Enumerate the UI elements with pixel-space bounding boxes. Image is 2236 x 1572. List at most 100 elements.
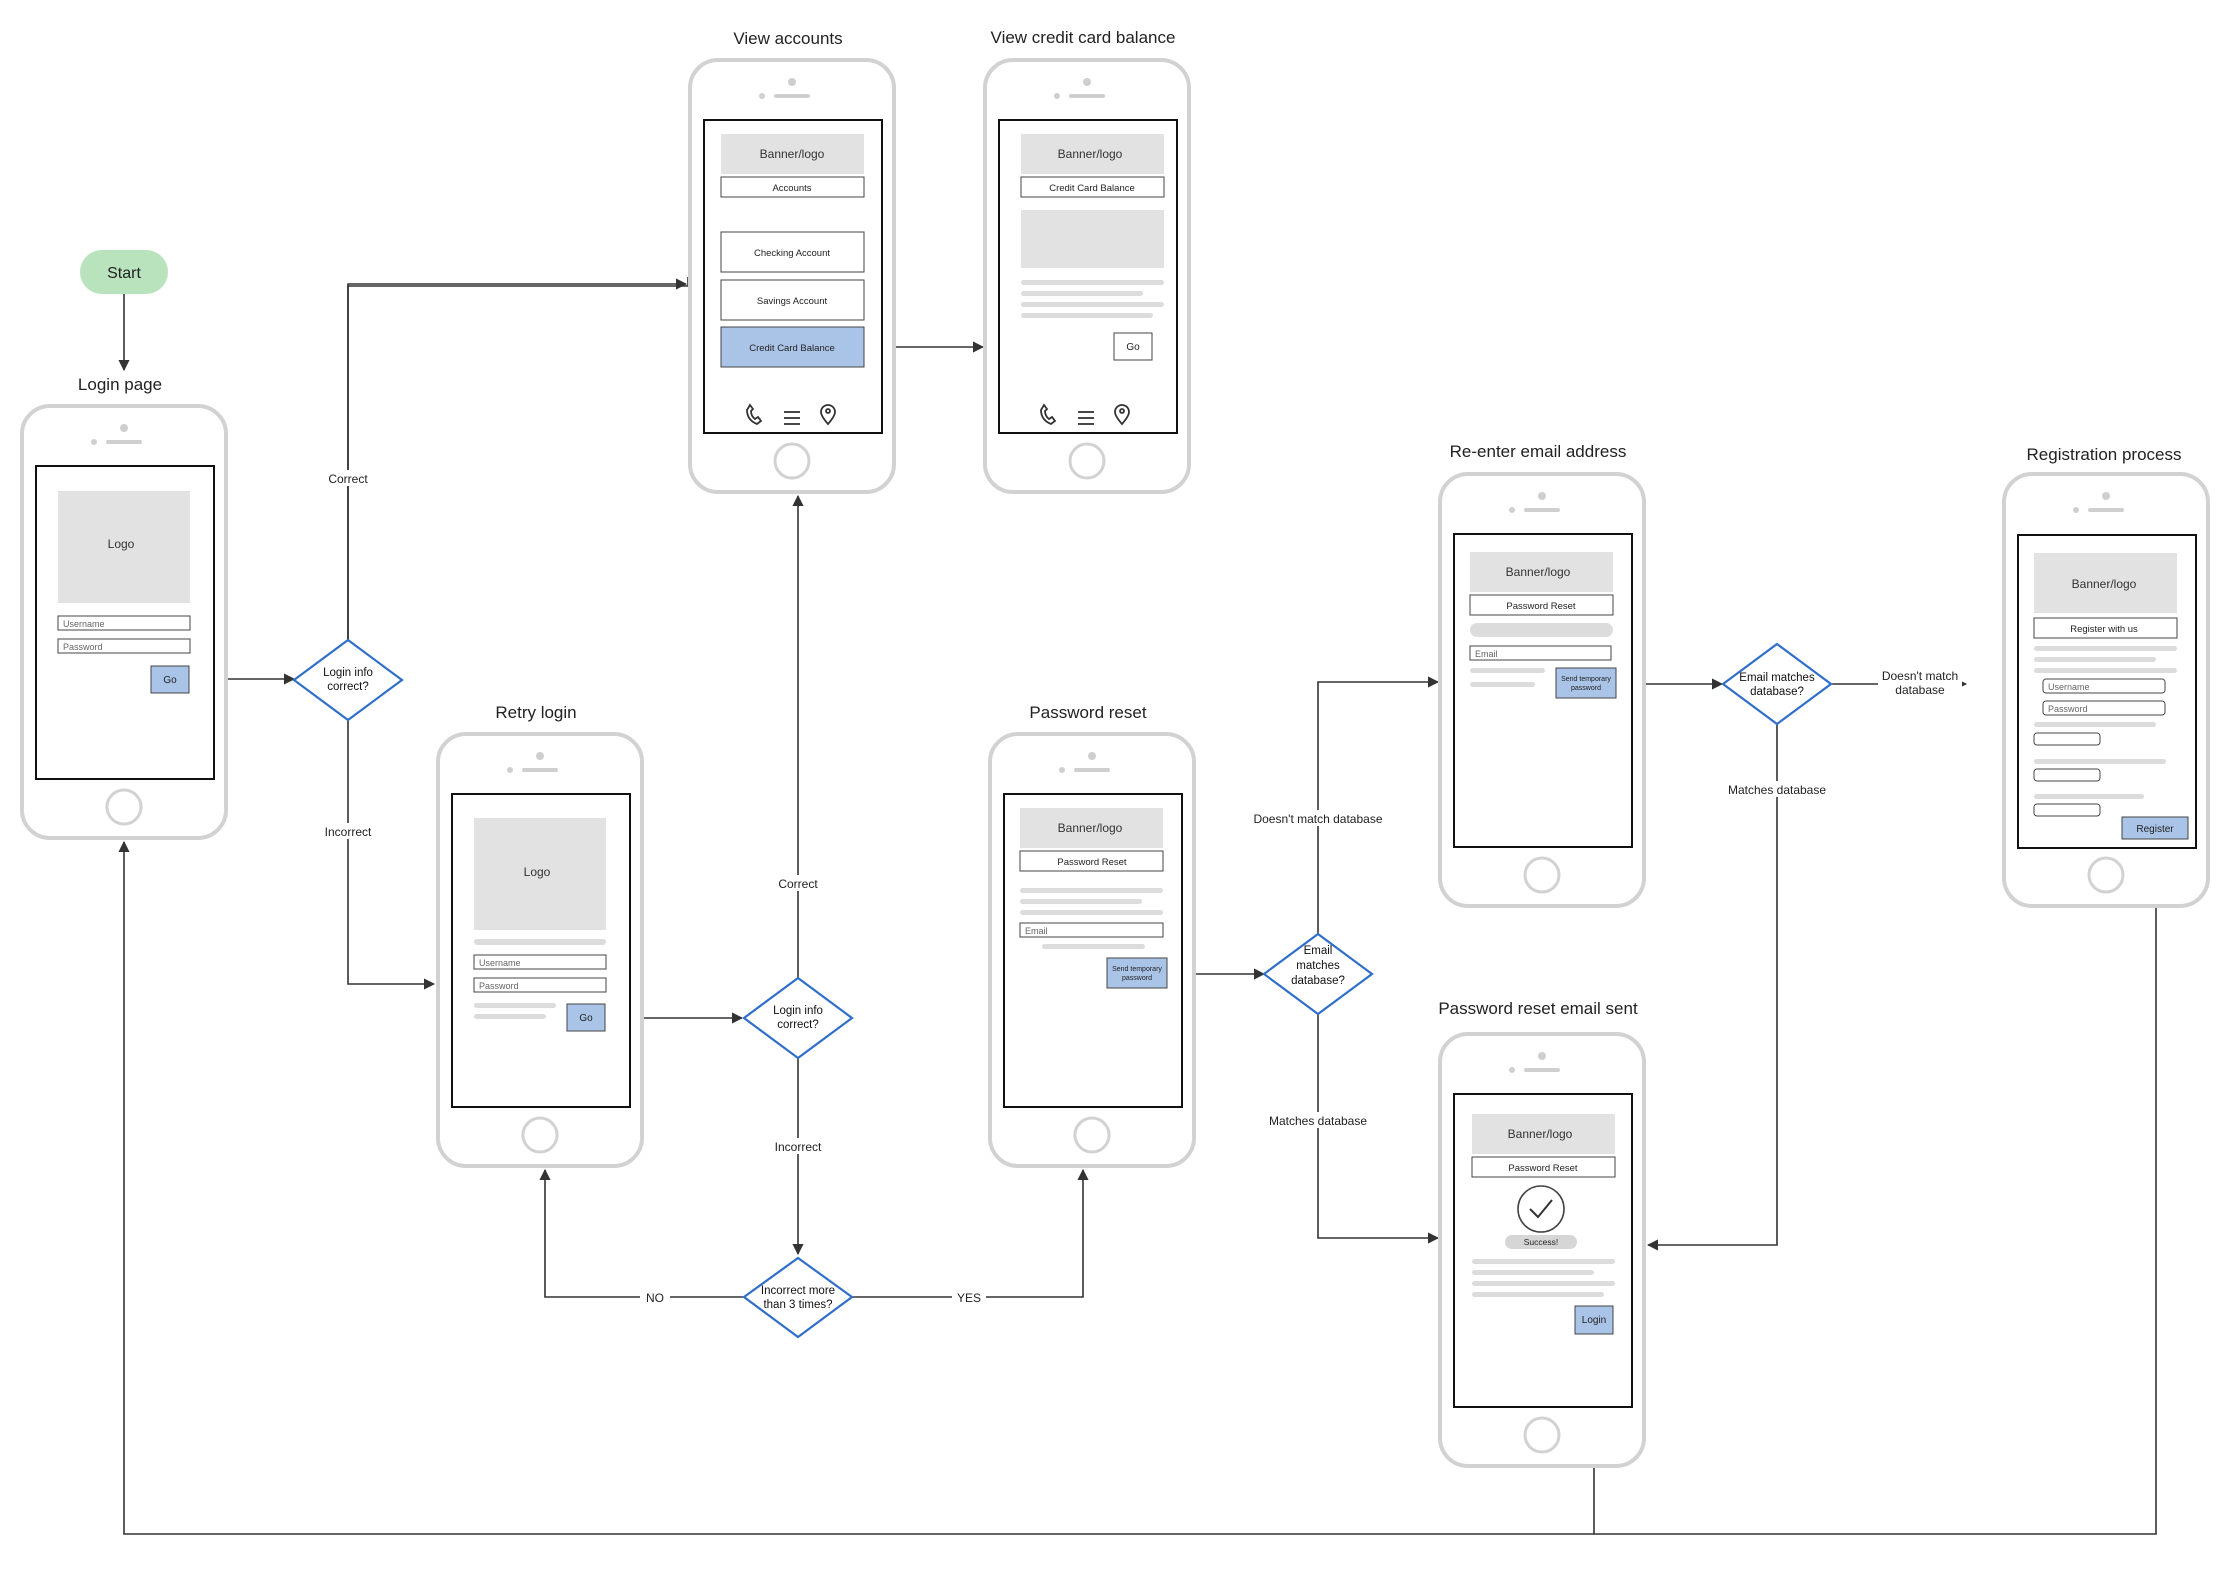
edge-labels: Correct Incorrect Correct Incorrect NO Y… (318, 470, 1962, 1305)
location-pin-icon[interactable] (820, 404, 836, 426)
svg-text:Username: Username (2048, 682, 2090, 692)
screen-title: Login page (78, 375, 162, 394)
edge-label: Correct (328, 472, 368, 486)
edge-label: database (1895, 683, 1945, 697)
svg-text:password: password (1571, 685, 1601, 692)
svg-text:Email matches: Email matches (1739, 672, 1815, 684)
username-field[interactable] (57, 615, 191, 631)
password-reset-header: Password Reset (1057, 857, 1127, 868)
svg-text:Username: Username (479, 958, 521, 968)
screen-retry-login: Retry login Logo Username Password Go (436, 703, 644, 1168)
screen-title: Password reset (1029, 703, 1146, 722)
credit-card-balance-button[interactable] (720, 326, 865, 368)
edge-label: Doesn't match database (1253, 812, 1382, 826)
edge-d5-match (1646, 724, 1778, 1251)
send-temporary-password-button[interactable] (1555, 667, 1617, 699)
savings-account-button[interactable] (720, 279, 865, 321)
svg-text:database?: database? (1750, 686, 1804, 698)
username-field[interactable] (2042, 678, 2166, 694)
edge-d1-correct (347, 278, 688, 640)
svg-text:Savings Account: Savings Account (757, 296, 828, 307)
bottom-nav (1040, 403, 1130, 426)
start-label: Start (107, 265, 141, 282)
svg-text:Incorrect more: Incorrect more (761, 1285, 835, 1297)
screen-registration-process: Registration process Banner/logo Registe… (2002, 445, 2210, 908)
form-field[interactable] (2033, 732, 2101, 746)
password-reset-header: Password Reset (1508, 1163, 1578, 1174)
screen-title: Re-enter email address (1450, 442, 1627, 461)
edge-label: Incorrect (775, 1140, 822, 1154)
balance-placeholder (1021, 210, 1164, 268)
banner-logo: Banner/logo (1508, 1127, 1573, 1141)
edge-d3-no (539, 1168, 744, 1298)
screen-password-reset-email-sent: Password reset email sent Banner/logo Pa… (1438, 999, 1646, 1468)
send-temporary-password-button[interactable] (1106, 957, 1168, 989)
svg-text:Register: Register (2136, 824, 2174, 835)
decision-email-matches-1: Email matches database? (1262, 932, 1374, 1016)
decision-email-matches-2: Email matches database? (1721, 642, 1833, 726)
decision-incorrect-3-times: Incorrect more than 3 times? (742, 1256, 854, 1339)
start-node (80, 250, 168, 294)
svg-text:Go: Go (163, 675, 177, 686)
go-button[interactable] (150, 665, 190, 694)
svg-text:Send temporary: Send temporary (1561, 676, 1611, 683)
form-field[interactable] (2033, 803, 2101, 817)
register-header: Register with us (2070, 624, 2138, 635)
banner-logo: Banner/logo (2072, 577, 2137, 591)
svg-text:Password: Password (2048, 704, 2088, 714)
phone-icon[interactable] (1040, 403, 1057, 426)
edge-register-login (1594, 840, 2157, 1535)
svg-text:Password: Password (63, 642, 103, 652)
banner-logo: Banner/logo (760, 147, 825, 161)
decision-login-correct-1: Login info correct? (292, 638, 404, 722)
svg-text:Email: Email (1025, 926, 1048, 936)
svg-text:database?: database? (1291, 975, 1345, 987)
checking-account-button[interactable] (720, 231, 865, 273)
screen-login-page: Login page Logo Username Password Go (20, 375, 228, 840)
go-button[interactable] (566, 1003, 606, 1032)
username-field[interactable] (473, 954, 607, 970)
banner-logo: Banner/logo (1058, 821, 1123, 835)
password-field[interactable] (57, 638, 191, 654)
logo-placeholder: Logo (524, 865, 551, 879)
edge-label: Doesn't match (1882, 669, 1958, 683)
screen-reenter-email: Re-enter email address Banner/logo Passw… (1438, 442, 1646, 908)
banner-logo: Banner/logo (1506, 565, 1571, 579)
password-field[interactable] (473, 977, 607, 993)
success-check-icon (1517, 1185, 1565, 1233)
phone-icon[interactable] (746, 403, 763, 426)
location-pin-icon[interactable] (1114, 404, 1130, 426)
password-reset-header: Password Reset (1506, 601, 1576, 612)
screen-title: Password reset email sent (1438, 999, 1638, 1018)
email-field[interactable] (1019, 922, 1164, 938)
edge-d4-match (1317, 1014, 1440, 1244)
screen-password-reset: Password reset Banner/logo Password Rese… (988, 703, 1196, 1168)
svg-text:Credit Card Balance: Credit Card Balance (749, 343, 835, 354)
svg-text:Go: Go (579, 1013, 593, 1024)
screen-view-accounts: View accounts Banner/logo Accounts Check… (688, 29, 896, 494)
register-button[interactable] (2121, 816, 2189, 840)
email-field[interactable] (1469, 645, 1612, 661)
form-field[interactable] (2033, 768, 2101, 782)
svg-text:password: password (1122, 975, 1152, 982)
password-field[interactable] (2042, 700, 2166, 716)
menu-icon[interactable] (1078, 411, 1094, 425)
edge-d1-incorrect (347, 720, 436, 990)
svg-text:Email: Email (1304, 945, 1333, 957)
svg-text:Login info: Login info (773, 1005, 823, 1017)
svg-text:Email: Email (1475, 649, 1498, 659)
go-button[interactable] (1113, 332, 1153, 361)
edge-d4-nomatch (1317, 676, 1440, 934)
menu-icon[interactable] (784, 411, 800, 425)
edge-label: Matches database (1728, 783, 1826, 797)
svg-text:Checking Account: Checking Account (754, 248, 830, 259)
screen-title: Retry login (495, 703, 576, 722)
bottom-nav (746, 403, 836, 426)
edge-label: Incorrect (325, 825, 372, 839)
edge-sent-login (118, 840, 1595, 1535)
login-button[interactable] (1574, 1305, 1614, 1335)
edge-d3-yes (852, 1168, 1089, 1298)
credit-header: Credit Card Balance (1049, 183, 1135, 194)
edge-d1-correct-stub (347, 277, 689, 640)
